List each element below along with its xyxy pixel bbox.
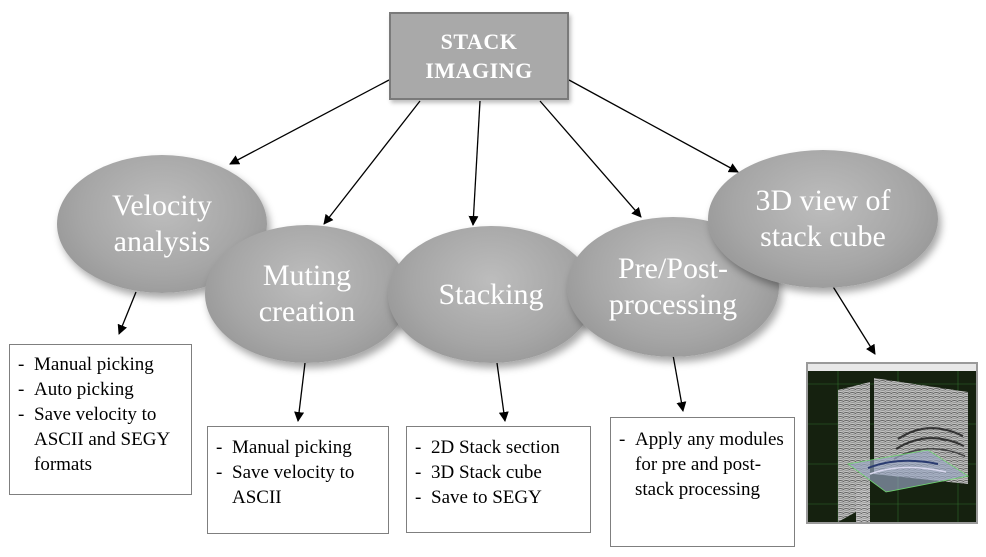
- list-item: Auto picking: [12, 377, 187, 402]
- arrow-root-to-stacking: [468, 100, 481, 226]
- root-title-line2: IMAGING: [425, 58, 533, 83]
- arrow-root-to-velocity: [229, 79, 390, 165]
- 3dview-node-line1: 3D view of: [755, 184, 891, 217]
- prepost-details-box: Apply any modules for pre and post-stack…: [610, 417, 795, 547]
- stacking-details-box: 2D Stack section 3D Stack cube Save to S…: [406, 426, 591, 533]
- stacking-node-line1: Stacking: [438, 277, 544, 311]
- arrow-root-to-muting: [323, 100, 421, 225]
- velocity-node-line2: analysis: [113, 225, 211, 258]
- 3dview-node-line2: stack cube: [760, 220, 886, 253]
- list-item: Manual picking: [12, 352, 187, 377]
- arrow-stacking-to-box: [496, 362, 509, 422]
- arrow-3dview-to-image: [831, 284, 876, 355]
- arrow-velocity-to-box: [117, 291, 137, 335]
- muting-creation-node: Muting creation: [205, 225, 409, 363]
- root-title-line1: STACK: [440, 29, 518, 54]
- velocity-node-line1: Velocity: [112, 189, 212, 222]
- seismic-cube-picture: [808, 364, 976, 522]
- list-item: Save velocity to ASCII: [210, 460, 384, 510]
- stack-cube-3d-image: [806, 362, 978, 524]
- arrow-root-to-prepost: [539, 100, 642, 218]
- list-item: Save velocity to ASCII and SEGY formats: [12, 402, 187, 477]
- list-item: 3D Stack cube: [409, 460, 586, 485]
- arrow-muting-to-box: [294, 362, 306, 422]
- arrow-root-to-3dview: [568, 79, 739, 173]
- muting-node-line1: Muting: [262, 259, 352, 292]
- list-item: Save to SEGY: [409, 485, 586, 510]
- list-item: Manual picking: [210, 435, 384, 460]
- prepost-node-line1: Pre/Post-: [617, 252, 728, 285]
- stacking-node: Stacking: [388, 226, 594, 363]
- list-item: 2D Stack section: [409, 435, 586, 460]
- muting-node-line2: creation: [258, 295, 356, 328]
- arrow-prepost-to-box: [672, 354, 687, 412]
- list-item: Apply any modules for pre and post-stack…: [613, 427, 788, 502]
- muting-details-box: Manual picking Save velocity to ASCII: [207, 426, 389, 534]
- velocity-details-box: Manual picking Auto picking Save velocit…: [9, 344, 192, 495]
- prepost-node-line2: processing: [608, 288, 738, 321]
- stack-imaging-node: STACK IMAGING: [389, 12, 569, 100]
- 3d-view-node: 3D view of stack cube: [708, 150, 938, 288]
